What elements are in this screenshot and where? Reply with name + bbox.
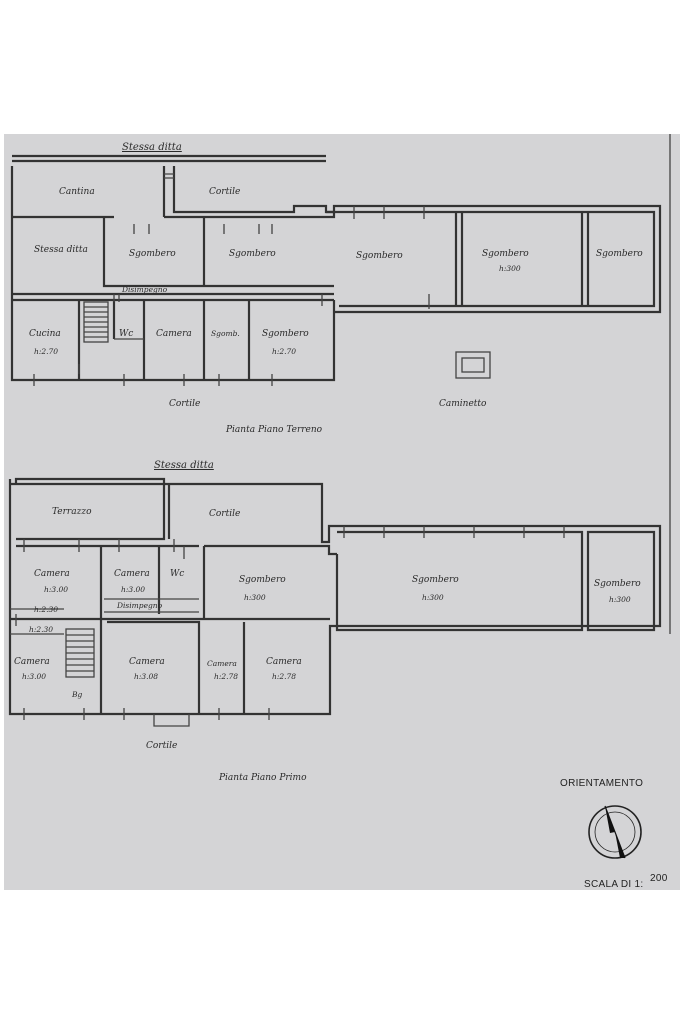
ff-label-camera-3: Camera — [14, 657, 50, 667]
ff-label-camera-6: Camera — [266, 657, 302, 667]
ff-label-camera-6-h: h:2.78 — [272, 672, 296, 681]
caminetto-symbol — [455, 351, 491, 379]
ff-label-sgombero-2-h: h:300 — [422, 593, 444, 602]
gf-label-cortile-bottom: Cortile — [169, 399, 200, 409]
ff-label-camera-5: Camera — [207, 659, 237, 668]
gf-label-cantina: Cantina — [59, 187, 95, 197]
gf-label-sgombero-3: Sgombero — [356, 251, 403, 261]
gf-label-cucina: Cucina — [29, 329, 61, 339]
ff-label-terrazzo: Terrazzo — [52, 507, 92, 517]
scale-label: SCALA DI 1: — [584, 879, 643, 890]
gf-label-wc: Wc — [119, 329, 133, 339]
ff-label-camera-5-h: h:2.78 — [214, 672, 238, 681]
ff-top-label: Stessa ditta — [154, 460, 214, 471]
gf-label-caminetto: Caminetto — [439, 399, 487, 409]
ff-caption: Pianta Piano Primo — [218, 773, 307, 783]
gf-label-stessa-ditta-side: Stessa ditta — [34, 245, 88, 255]
gf-label-camera: Camera — [156, 329, 192, 339]
gf-label-sgombero-2: Sgombero — [229, 249, 276, 259]
ff-label-sgombero-3-h: h:300 — [609, 595, 631, 604]
north-arrow-icon — [588, 805, 642, 859]
ff-label-h-230: h:2.30 — [29, 625, 53, 634]
first-floor-stairs — [65, 628, 95, 678]
ff-label-camera-2-h: h:3.00 — [121, 585, 145, 594]
ff-label-camera-1: Camera — [34, 569, 70, 579]
floor-plan-sheet: Stessa ditta Cantina Cortile Stessa ditt… — [4, 134, 680, 890]
gf-label-sgombero-1: Sgombero — [129, 249, 176, 259]
ff-label-sgombero-1-h: h:300 — [244, 593, 266, 602]
ff-label-disimpegno: Disimpegno — [116, 601, 163, 610]
ff-label-wc: Wc — [170, 569, 184, 579]
ff-label-sgombero-2: Sgombero — [412, 575, 459, 585]
floor-plan-drawing: Stessa ditta Cantina Cortile Stessa ditt… — [8, 134, 671, 890]
ff-label-camera-1-h: h:3.00 — [44, 585, 68, 594]
ff-label-cortile-bottom: Cortile — [146, 741, 177, 751]
ff-label-sgombero-1: Sgombero — [239, 575, 286, 585]
gf-label-sgombero-6: Sgombero — [262, 329, 309, 339]
scale-value: 200 — [650, 873, 668, 884]
orientation-block: ORIENTAMENTO SCALA DI 1: 200 — [560, 778, 668, 890]
gf-label-disimpegno: Disimpegno — [121, 285, 168, 294]
gf-label-cucina-h: h:2.70 — [34, 347, 58, 356]
ground-floor-plan: Stessa ditta Cantina Cortile Stessa ditt… — [10, 142, 662, 435]
first-floor-plan: Stessa ditta Terrazzo Cortile Camera h:3… — [8, 460, 662, 783]
ff-label-cortile: Cortile — [209, 509, 240, 519]
gf-label-sgombero-5: Sgombero — [596, 249, 643, 259]
ground-floor-stairs — [83, 301, 109, 343]
gf-label-sgombero-4: Sgombero — [482, 249, 529, 259]
gf-label-sgombero-4-h: h:300 — [499, 264, 521, 273]
orientation-label: ORIENTAMENTO — [560, 778, 643, 789]
ff-label-camera-4-h: h:3.08 — [134, 672, 158, 681]
ff-label-sgombero-3: Sgombero — [594, 579, 641, 589]
ff-label-camera-4: Camera — [129, 657, 165, 667]
ff-label-camera-2: Camera — [114, 569, 150, 579]
gf-label-sgombero-6-h: h:2.70 — [272, 347, 296, 356]
gf-label-cortile-top: Cortile — [209, 187, 240, 197]
gf-top-label: Stessa ditta — [122, 142, 182, 153]
ff-label-camera-1-h2: h:2.30 — [34, 605, 58, 614]
gf-label-sgomb-small: Sgomb. — [211, 329, 240, 338]
ff-label-bg: Bg — [71, 690, 83, 699]
gf-caption: Pianta Piano Terreno — [225, 425, 323, 435]
ff-label-camera-3-h: h:3.00 — [22, 672, 46, 681]
